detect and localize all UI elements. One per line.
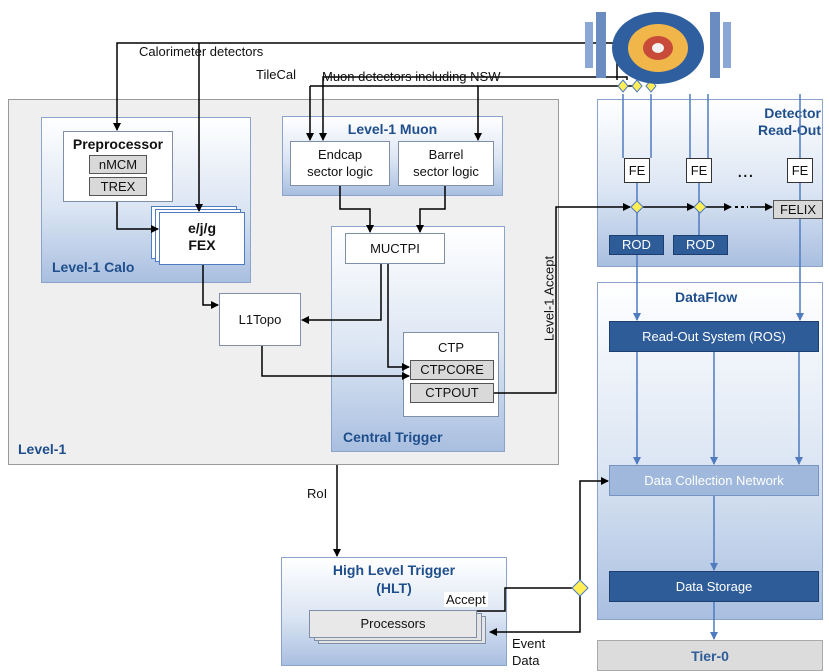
- hlt-title-line2: (HLT): [376, 580, 412, 596]
- wire-event-data: [489, 595, 581, 636]
- detector-readout-title-line1: Detector: [764, 105, 821, 121]
- fex-box: [159, 212, 245, 265]
- level1-title: Level-1: [18, 441, 67, 457]
- ctpout-box: CTPOUT: [410, 383, 494, 403]
- atlas-detector-icon: [585, 12, 731, 84]
- wire-muctpi-to-ctp: [387, 264, 410, 371]
- felix-box: FELIX: [773, 200, 823, 219]
- wire-hlt-accept: [477, 587, 573, 612]
- level1-accept-label: Level-1 Accept: [541, 255, 557, 342]
- wire-muon: [474, 80, 638, 141]
- wire-preproc-to-fex: [116, 202, 159, 233]
- diamond-ro-1: [630, 200, 644, 214]
- endcap-label-line1: Endcap: [317, 147, 363, 162]
- wire-fex-to-l1topo: [202, 265, 219, 309]
- ctp-label: CTP: [438, 340, 464, 355]
- dcn-box: Data Collection Network: [609, 465, 819, 496]
- central-trigger-title: Central Trigger: [343, 429, 443, 445]
- detector-readout-title-line2: Read-Out: [758, 122, 821, 138]
- diamond-ro-2: [693, 200, 707, 214]
- level1-muon-title: Level-1 Muon: [347, 121, 438, 137]
- fe-box-1: FE: [624, 158, 650, 183]
- level1-calo-title: Level-1 Calo: [52, 259, 135, 275]
- endcap-box: [290, 141, 390, 186]
- accept-label: Accept: [444, 592, 488, 607]
- wire-muctpi-to-l1topo: [301, 264, 382, 324]
- calorimeter-detectors-label: Calorimeter detectors: [139, 44, 264, 59]
- wire-l1topo-to-ctp: [261, 346, 410, 380]
- wire-l1accept: [494, 203, 631, 394]
- wire-endcap-to-muctpi: [339, 186, 374, 233]
- barrel-label-line1: Barrel: [428, 147, 464, 162]
- preprocessor-label: Preprocessor: [72, 136, 164, 152]
- barrel-box: [398, 141, 494, 186]
- muctpi-box: MUCTPI: [345, 233, 445, 264]
- fe-box-2: FE: [686, 158, 712, 183]
- event-data-label-line1: Event: [512, 636, 546, 651]
- diamond-top-1: [617, 79, 629, 93]
- fe-box-3: FE: [787, 158, 813, 183]
- ros-box: Read-Out System (ROS): [609, 321, 819, 352]
- barrel-label-line2: sector logic: [413, 164, 479, 179]
- event-data-label-line2: Data: [512, 653, 540, 668]
- rod-box-2: ROD: [673, 235, 728, 255]
- wire-tilecal: [319, 76, 628, 141]
- hlt-title-line1: High Level Trigger: [332, 562, 456, 578]
- processors-box: Processors: [309, 610, 477, 638]
- ctpcore-box: CTPCORE: [410, 360, 494, 380]
- muon-detectors-label: Muon detectors including NSW: [322, 69, 501, 84]
- wire-accept-to-dcn: [579, 477, 609, 581]
- trex-box: TREX: [89, 177, 147, 196]
- wire-barrel-to-muctpi: [416, 186, 446, 233]
- fex-label-line1: e/j/g: [187, 220, 216, 236]
- endcap-label-line2: sector logic: [307, 164, 373, 179]
- l1topo-box: L1Topo: [219, 293, 301, 346]
- roi-label: RoI: [307, 486, 328, 501]
- tilecal-label: TileCal: [256, 67, 296, 82]
- nmcm-box: nMCM: [89, 155, 147, 174]
- dataflow-title: DataFlow: [675, 289, 738, 305]
- data-storage-box: Data Storage: [609, 571, 819, 602]
- rod-box-1: ROD: [609, 235, 664, 255]
- diamond-top-2: [631, 79, 643, 93]
- ellipsis-label: ...: [737, 160, 754, 182]
- fex-label-line2: FEX: [188, 237, 216, 253]
- diamond-hlt: [571, 579, 589, 597]
